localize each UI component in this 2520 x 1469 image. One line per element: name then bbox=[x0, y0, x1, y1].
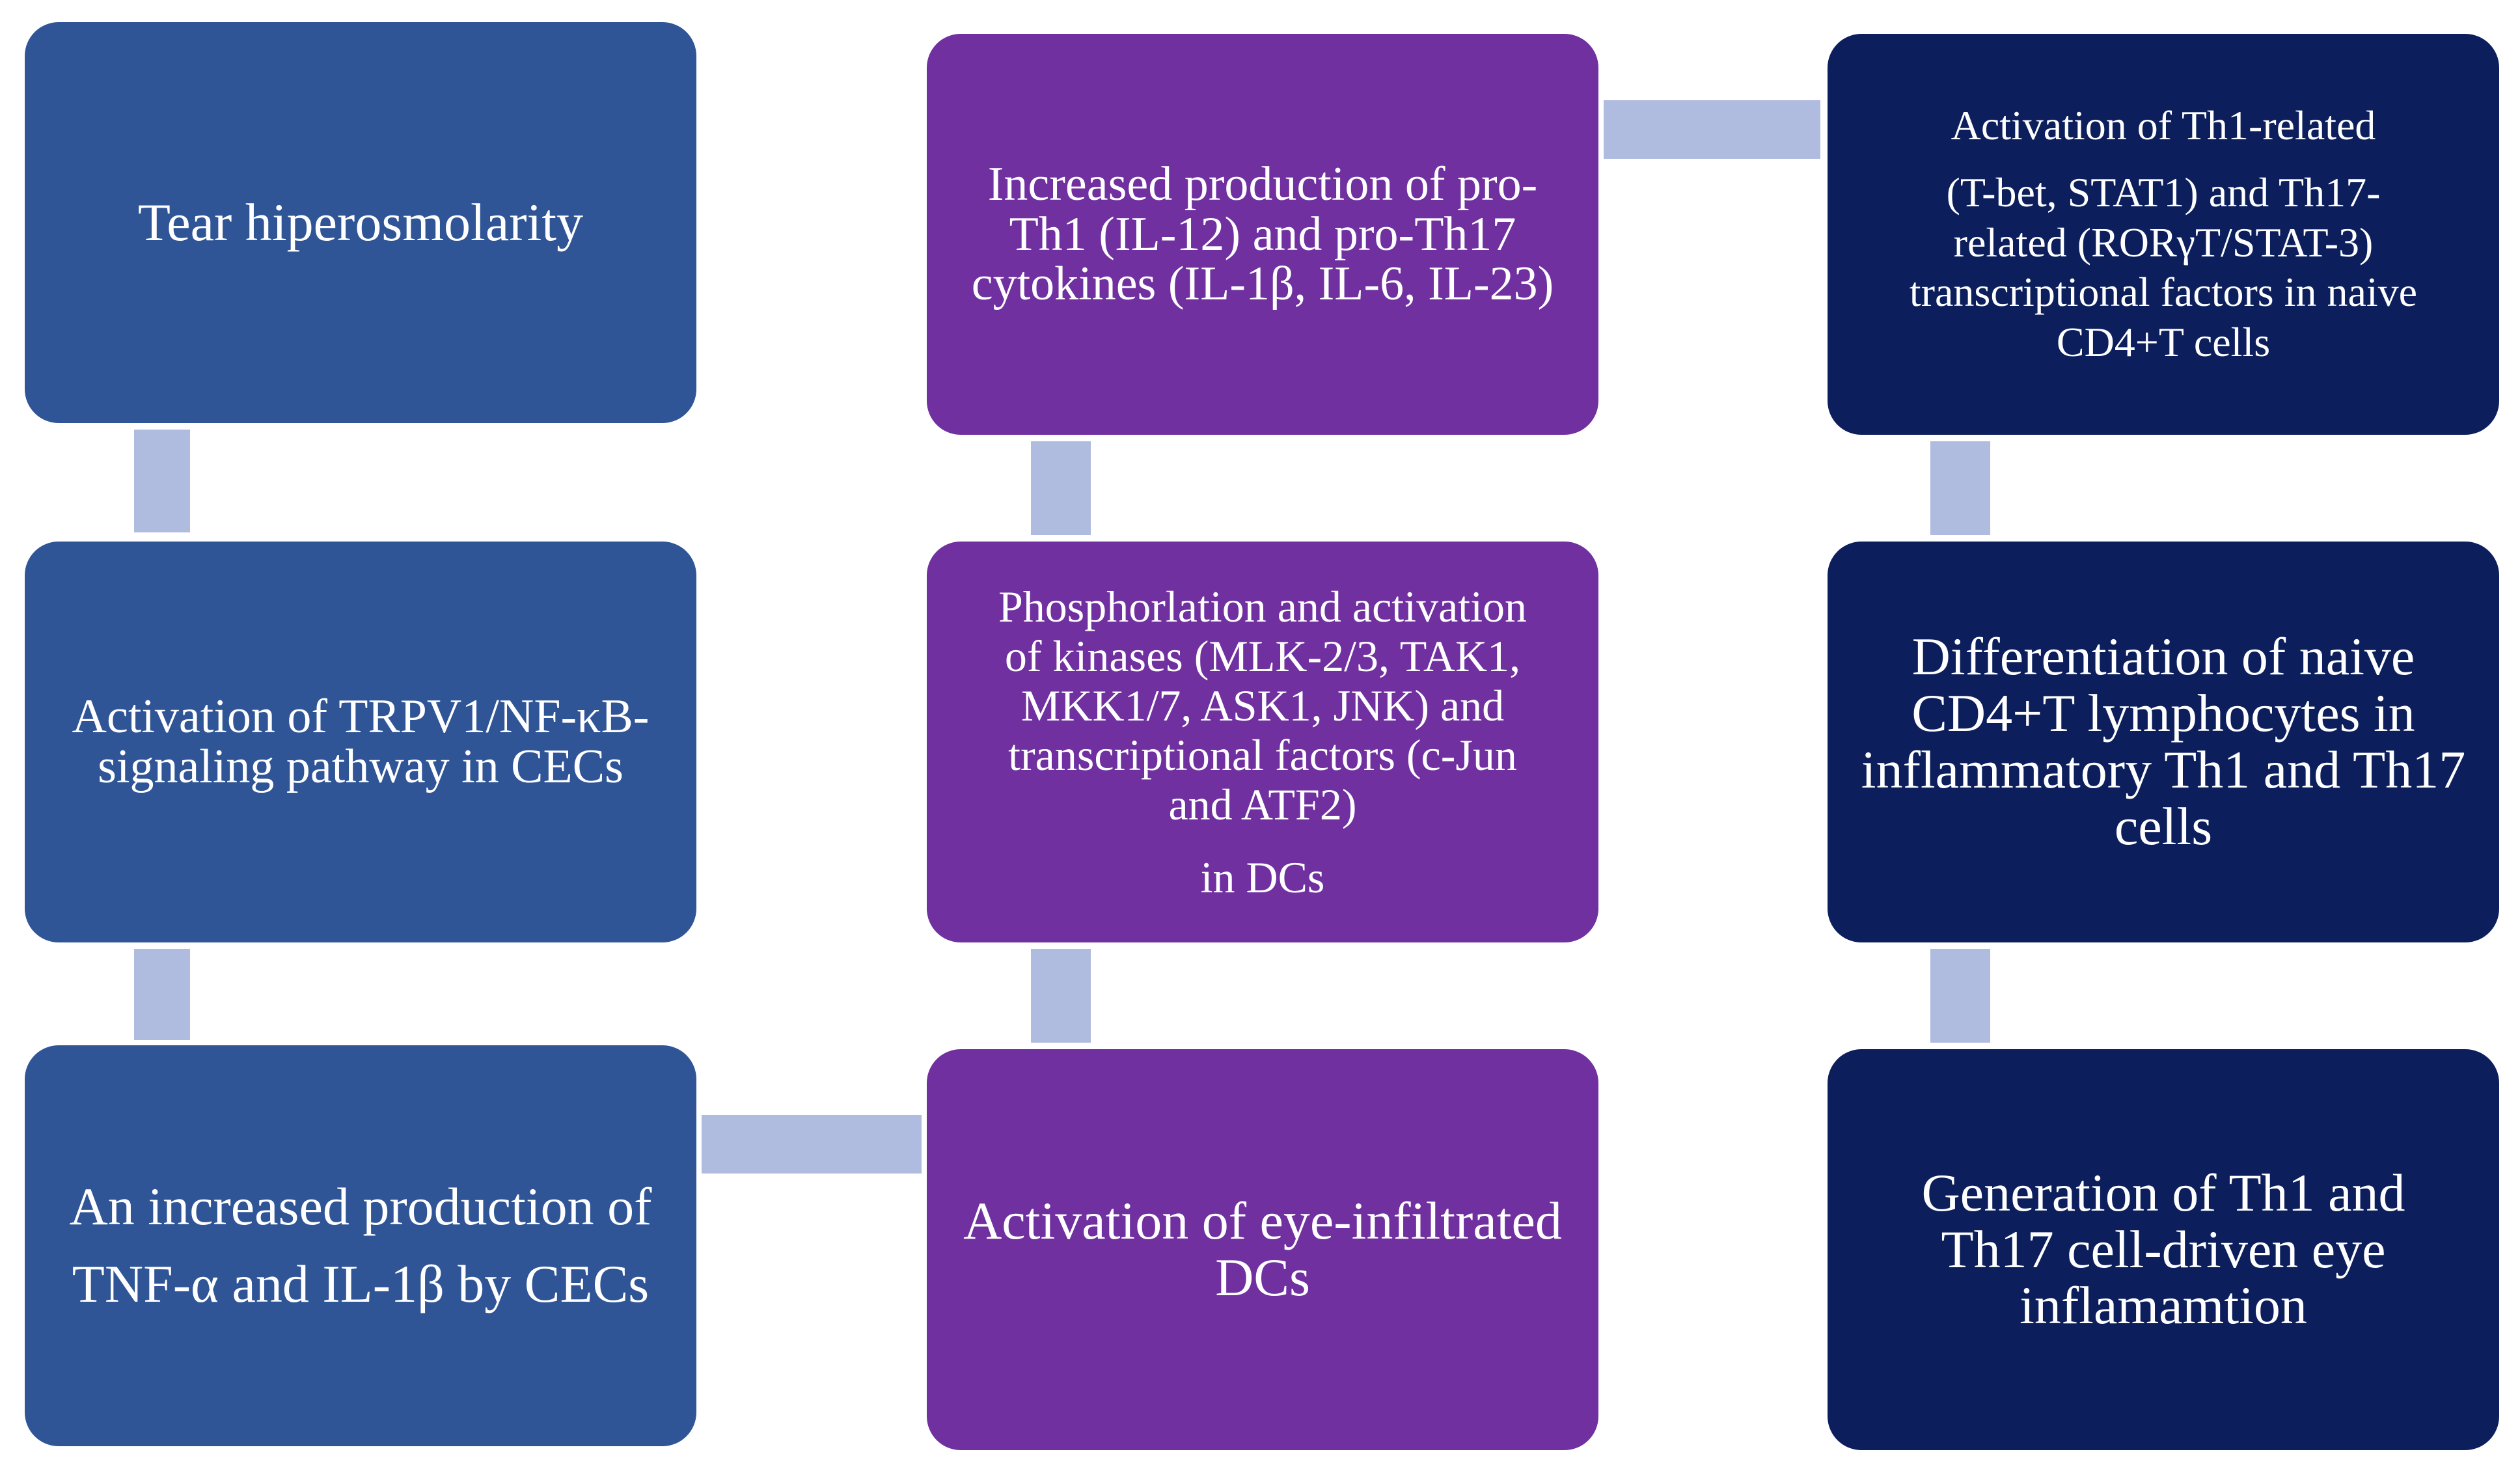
box-trpv1-activation: Activation of TRPV1/NF-κB- signaling pat… bbox=[25, 542, 696, 942]
box-text-line: Th1 (IL-12) and pro-Th17 bbox=[1009, 207, 1516, 261]
box-text-line: Tear hiperosmolarity bbox=[137, 192, 584, 252]
box-text-line: cytokines (IL-1β, IL-6, IL-23) bbox=[971, 257, 1554, 311]
box-text-line: inflammatory Th1 and Th17 bbox=[1861, 740, 2466, 799]
box-transcription-factors: Activation of Th1-related (T-bet, STAT1)… bbox=[1828, 34, 2499, 435]
box-text-line: CD4+T cells bbox=[2056, 319, 2271, 366]
connector-dc-to-kinase bbox=[1031, 949, 1091, 1043]
box-tear-hyperosmolarity: Tear hiperosmolarity bbox=[25, 22, 696, 423]
box-text-line: An increased production of bbox=[69, 1177, 652, 1237]
connector-kinase-to-cytokine bbox=[1031, 441, 1091, 535]
box-text-line: TNF-α and IL-1β by CECs bbox=[72, 1254, 650, 1313]
box-dc-activation: Activation of eye-infiltrated DCs bbox=[927, 1049, 1598, 1450]
box-text-line: Th17 cell-driven eye bbox=[1941, 1219, 2386, 1279]
connector-tnf-to-dc bbox=[702, 1115, 922, 1174]
box-text-line: Activation of Th1-related bbox=[1951, 102, 2376, 148]
box-text-line: transcriptional factors (c-Jun bbox=[1008, 730, 1517, 780]
box-differentiation: Differentiation of naive CD4+T lymphocyt… bbox=[1828, 542, 2499, 942]
box-text-line: cells bbox=[2114, 796, 2213, 856]
connector-cytokine-to-transcription bbox=[1604, 100, 1820, 159]
box-text-line: and ATF2) bbox=[1168, 780, 1357, 830]
box-cytokine-production: Increased production of pro- Th1 (IL-12)… bbox=[927, 34, 1598, 435]
box-kinase-phosphorylation: Phosphorlation and activation of kinases… bbox=[927, 542, 1598, 942]
box-text-line: CD4+T lymphocytes in bbox=[1911, 683, 2415, 743]
box-tnf-il1-production: An increased production of TNF-α and IL-… bbox=[25, 1045, 696, 1446]
box-text-line: Phosphorlation and activation bbox=[998, 581, 1527, 631]
connector-tear-to-trpv1 bbox=[134, 430, 190, 532]
box-text-line: inflamamtion bbox=[2020, 1276, 2307, 1336]
box-eye-inflammation: Generation of Th1 and Th17 cell-driven e… bbox=[1828, 1049, 2499, 1450]
connector-trpv1-to-tnf bbox=[134, 949, 190, 1040]
box-text-line: Generation of Th1 and bbox=[1921, 1162, 2405, 1222]
box-text-line: signaling pathway in CECs bbox=[98, 740, 623, 793]
box-text-line: MKK1/7, ASK1, JNK) and bbox=[1020, 680, 1505, 730]
box-text-extra: in DCs bbox=[1200, 853, 1325, 903]
box-text-line: transcriptional factors in naive bbox=[1909, 269, 2418, 316]
box-text-line: of kinases (MLK-2/3, TAK1, bbox=[1004, 631, 1521, 681]
box-text-line: Activation of eye-infiltrated bbox=[963, 1191, 1562, 1251]
box-text-line: Increased production of pro- bbox=[987, 157, 1538, 211]
box-text-line: (T-bet, STAT1) and Th17- bbox=[1946, 169, 2381, 215]
box-text-line: related (RORγT/STAT-3) bbox=[1953, 219, 2374, 266]
connector-differentiation-to-generation bbox=[1930, 949, 1990, 1043]
box-text-line: Activation of TRPV1/NF-κB- bbox=[72, 690, 650, 744]
connector-transcription-to-differentiation bbox=[1930, 441, 1990, 535]
box-text-line: DCs bbox=[1215, 1248, 1310, 1307]
box-text-line: Differentiation of naive bbox=[1911, 627, 2415, 687]
